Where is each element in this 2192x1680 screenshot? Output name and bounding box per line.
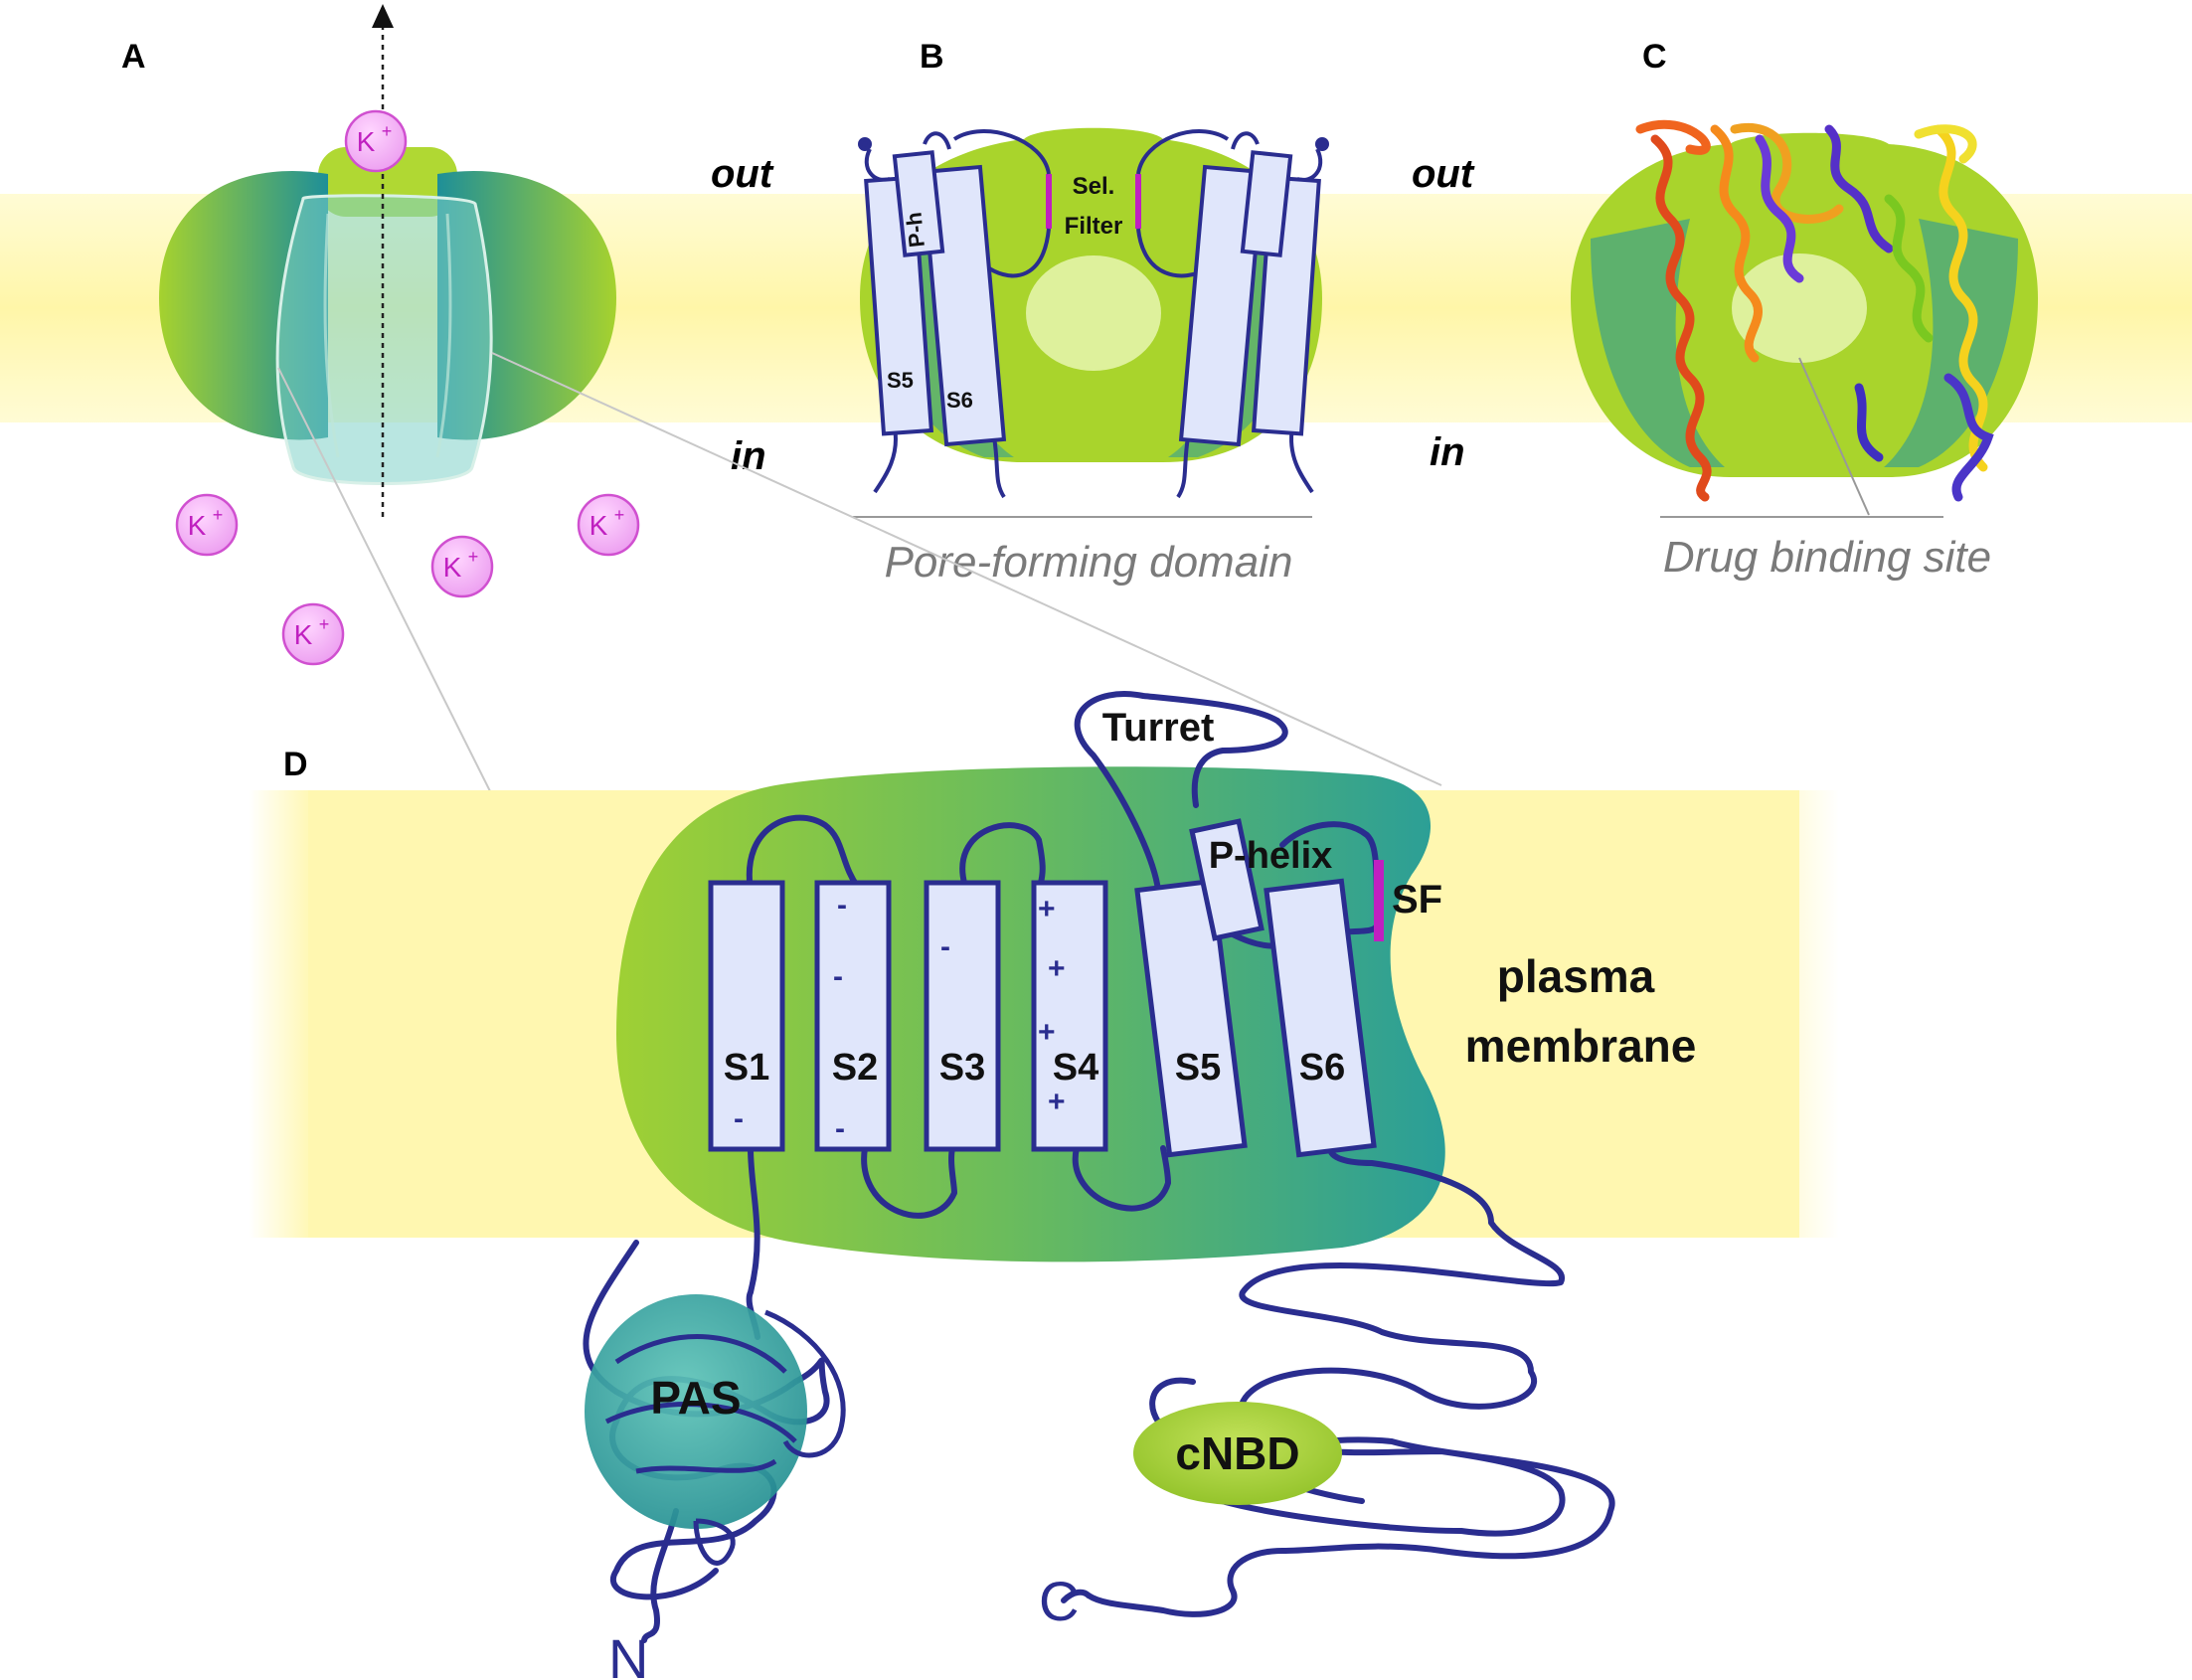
panel-d: D PAS bbox=[249, 691, 1839, 1680]
arrow-head-icon bbox=[372, 4, 394, 28]
svg-text:+: + bbox=[468, 547, 479, 567]
c-terminus-label: C bbox=[1039, 1570, 1079, 1632]
positive-charge: + bbox=[1038, 1016, 1056, 1049]
panel-b-label: B bbox=[920, 38, 944, 76]
positive-charge: + bbox=[1048, 1086, 1066, 1118]
svg-text:+: + bbox=[319, 614, 330, 634]
p-helix-right bbox=[1240, 150, 1293, 257]
panel-b: B Sel. Filter bbox=[853, 38, 1329, 587]
pore-domain-caption: Pore-forming domain bbox=[885, 538, 1293, 587]
svg-text:K: K bbox=[188, 510, 207, 541]
membrane-label: membrane bbox=[1465, 1020, 1697, 1072]
negative-charge: - bbox=[837, 889, 847, 922]
central-cavity bbox=[1026, 255, 1161, 371]
k-ion: K + bbox=[577, 493, 640, 557]
drug-binding-cavity bbox=[1732, 253, 1867, 363]
cnbd-domain bbox=[1133, 1402, 1342, 1505]
negative-charge: - bbox=[835, 1112, 845, 1145]
drug-site-caption: Drug binding site bbox=[1663, 533, 1991, 582]
s5-label: S5 bbox=[1175, 1047, 1221, 1089]
panel-c-label: C bbox=[1642, 38, 1667, 76]
p-h-label: P-h bbox=[901, 211, 929, 249]
out-label: out bbox=[1412, 152, 1475, 196]
helix-s6-left bbox=[921, 164, 1007, 447]
sel-filter-label: Filter bbox=[1065, 213, 1123, 240]
p-helix-left bbox=[892, 150, 945, 257]
in-label: in bbox=[1430, 430, 1465, 474]
positive-charge: + bbox=[1038, 893, 1056, 925]
ribbon-helix-green bbox=[1884, 194, 1934, 343]
ribbon-helix-orange bbox=[1710, 124, 1763, 363]
negative-charge: - bbox=[940, 930, 950, 963]
helix-s1 bbox=[708, 880, 785, 1152]
pas-label: PAS bbox=[650, 1372, 741, 1424]
s3-label: S3 bbox=[939, 1047, 985, 1089]
sel-filter-label: Sel. bbox=[1073, 173, 1115, 200]
s5-label: S5 bbox=[887, 368, 914, 393]
svg-text:K: K bbox=[294, 619, 313, 650]
n-terminus-label: N bbox=[608, 1627, 648, 1680]
ribbon-helix-yellow bbox=[1934, 124, 1988, 472]
helix-s3 bbox=[924, 880, 1001, 1152]
ribbon-helix-purple bbox=[1755, 134, 1804, 283]
svg-text:+: + bbox=[614, 505, 625, 525]
s4-label: S4 bbox=[1053, 1047, 1098, 1089]
p-helix-label: P-helix bbox=[1209, 835, 1333, 877]
svg-text:K: K bbox=[357, 126, 376, 157]
turret-label: Turret bbox=[1102, 706, 1215, 750]
s6-label: S6 bbox=[1299, 1047, 1345, 1089]
s2-label: S2 bbox=[832, 1047, 878, 1089]
s6-label: S6 bbox=[946, 388, 973, 413]
k-ion: K + bbox=[175, 493, 239, 557]
ribbon-helix-red bbox=[1650, 134, 1712, 502]
drug-site-pointer bbox=[1798, 357, 1870, 516]
panel-a: A K + K + K + K + bbox=[121, 4, 640, 666]
negative-charge: - bbox=[833, 960, 843, 993]
panel-a-label: A bbox=[121, 38, 146, 76]
k-ion: K + bbox=[281, 602, 345, 666]
out-label: out bbox=[711, 152, 774, 196]
k-ion: K + bbox=[430, 535, 494, 598]
k-ion: K + bbox=[344, 109, 408, 173]
svg-text:+: + bbox=[213, 505, 224, 525]
cnbd-label: cNBD bbox=[1175, 1428, 1299, 1479]
s1-label: S1 bbox=[724, 1047, 769, 1089]
svg-text:K: K bbox=[590, 510, 608, 541]
helix-s6-right bbox=[1178, 164, 1265, 447]
plasma-label: plasma bbox=[1497, 950, 1655, 1002]
positive-charge: + bbox=[1048, 952, 1066, 985]
svg-text:K: K bbox=[443, 552, 462, 583]
zoom-line bbox=[491, 352, 1442, 786]
panel-d-label: D bbox=[283, 746, 308, 783]
helix-s4 bbox=[1031, 880, 1108, 1152]
helix-s2 bbox=[814, 880, 892, 1152]
sf-label: SF bbox=[1392, 878, 1442, 922]
negative-charge: - bbox=[734, 1102, 744, 1135]
panel-c: C Drug binding site bbox=[1571, 38, 2038, 582]
helix-s5 bbox=[1134, 878, 1248, 1158]
p-helix bbox=[1189, 818, 1265, 941]
channel-subunit-front bbox=[275, 194, 493, 485]
helix-s6 bbox=[1264, 878, 1377, 1158]
svg-text:+: + bbox=[382, 121, 393, 141]
in-label: in bbox=[731, 434, 766, 478]
